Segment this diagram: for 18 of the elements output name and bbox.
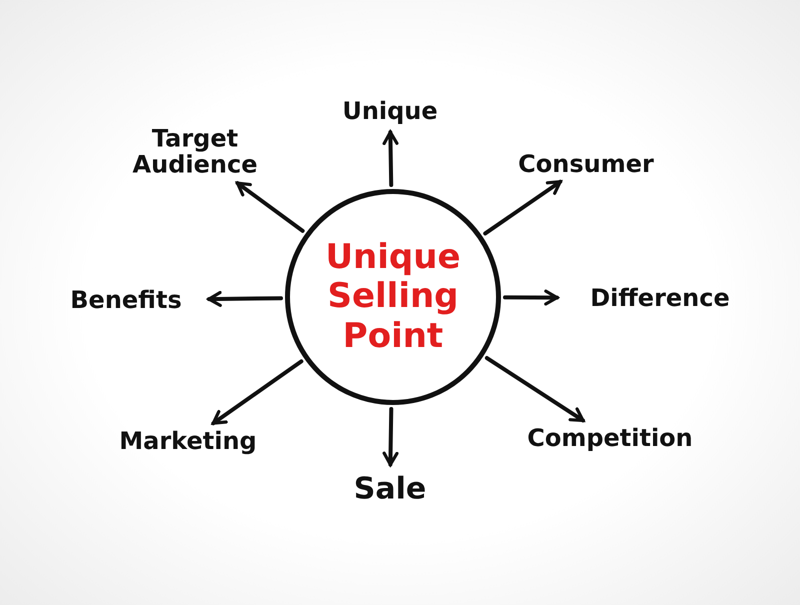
keyword-label: Competition: [505, 424, 715, 452]
arrow: [236, 181, 305, 233]
arrow: [483, 180, 562, 236]
center-title: Unique Selling Point: [324, 238, 462, 356]
arrow: [382, 130, 399, 188]
arrow: [207, 290, 283, 307]
arrow: [211, 359, 304, 426]
arrow: [484, 356, 585, 422]
keyword-label: Difference: [565, 284, 755, 312]
arrow: [503, 290, 559, 306]
circle-node: [285, 189, 501, 405]
arrow: [382, 406, 399, 466]
keyword-label: Target Audience: [115, 126, 275, 178]
keyword-label: Marketing: [98, 428, 278, 454]
keyword-label: Benefits: [51, 286, 201, 314]
keyword-label: Unique: [320, 98, 460, 124]
keyword-label: Sale: [340, 472, 440, 506]
keyword-label: Consumer: [496, 150, 676, 178]
